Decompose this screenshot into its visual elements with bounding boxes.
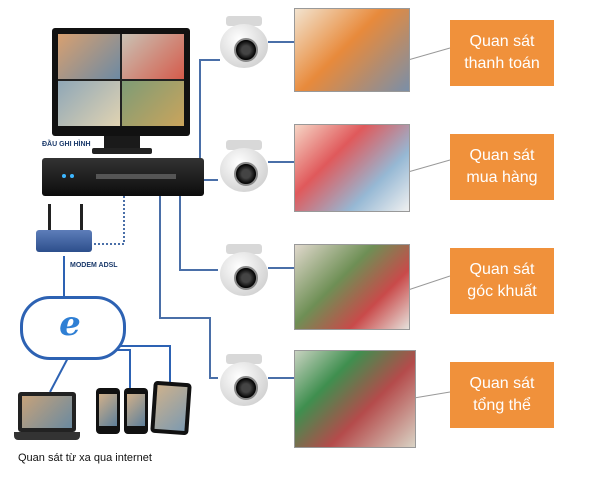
modem-label: MODEM ADSL	[70, 262, 118, 269]
phone-screen	[99, 394, 117, 426]
smartphone	[96, 388, 120, 434]
view-tag-corner: Quan sát góc khuất	[450, 248, 554, 314]
view-tag-line2: tổng thể	[473, 397, 531, 414]
phone-screen	[127, 394, 145, 426]
view-tag-checkout: Quan sát thanh toán	[450, 20, 554, 86]
monitor	[52, 28, 190, 136]
dvr-display-strip	[96, 174, 176, 179]
corner-photo	[294, 244, 410, 330]
modem-antenna	[48, 204, 51, 232]
shopping-photo	[294, 124, 410, 212]
dvr-led	[62, 174, 66, 178]
checkout-photo	[294, 8, 410, 92]
monitor-feed	[122, 81, 184, 126]
monitor-screen	[58, 34, 184, 126]
monitor-feed	[122, 34, 184, 79]
view-tag-line2: góc khuất	[467, 283, 537, 300]
view-tag-line1: Quan sát	[469, 33, 535, 50]
overview-photo	[294, 350, 416, 448]
dome-camera-icon	[220, 140, 268, 192]
dvr-recorder	[42, 158, 204, 196]
view-tag-line1: Quan sát	[469, 375, 535, 392]
monitor-feed	[58, 34, 120, 79]
internet-cloud	[20, 296, 126, 360]
dvr-led	[70, 174, 74, 178]
tablet-screen	[154, 385, 188, 431]
monitor-stand	[104, 136, 140, 150]
tablet	[150, 380, 192, 436]
dome-camera-icon	[220, 354, 268, 406]
modem-antenna	[80, 204, 83, 232]
internet-explorer-icon: e	[59, 304, 81, 344]
view-tag-line1: Quan sát	[469, 261, 535, 278]
laptop-screen	[22, 396, 72, 428]
remote-view-caption: Quan sát từ xa qua internet	[18, 452, 152, 464]
view-tag-line1: Quan sát	[469, 147, 535, 164]
dome-camera-icon	[220, 244, 268, 296]
smartphone	[124, 388, 148, 434]
monitor-base	[92, 148, 152, 154]
view-tag-shopping: Quan sát mua hàng	[450, 134, 554, 200]
monitor-feed	[58, 81, 120, 126]
view-tag-overview: Quan sát tổng thể	[450, 362, 554, 428]
view-tag-line2: thanh toán	[464, 55, 540, 72]
view-tag-line2: mua hàng	[466, 169, 538, 186]
dvr-label: ĐẦU GHI HÌNH	[42, 141, 91, 148]
dome-camera-icon	[220, 16, 268, 68]
modem-device	[36, 230, 92, 252]
laptop	[18, 392, 76, 432]
laptop-keyboard	[14, 432, 80, 440]
